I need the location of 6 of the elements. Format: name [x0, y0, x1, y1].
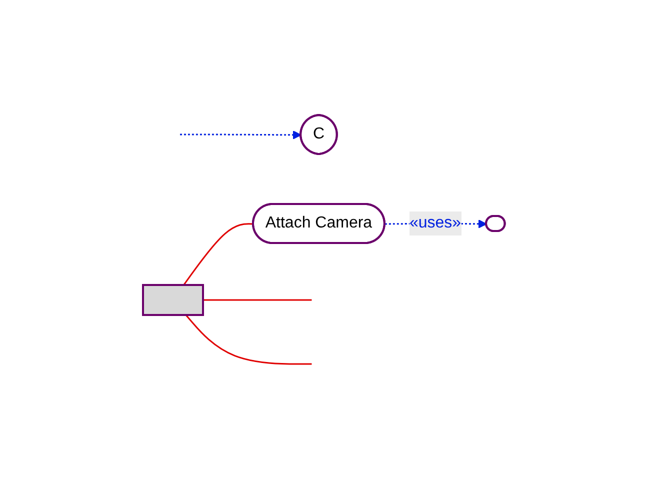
node-box	[142, 284, 204, 316]
connector	[185, 314, 312, 364]
arrow	[180, 130, 302, 139]
connector	[203, 298, 312, 300]
edge-label: «uses»	[410, 214, 462, 231]
connector	[183, 222, 254, 285]
